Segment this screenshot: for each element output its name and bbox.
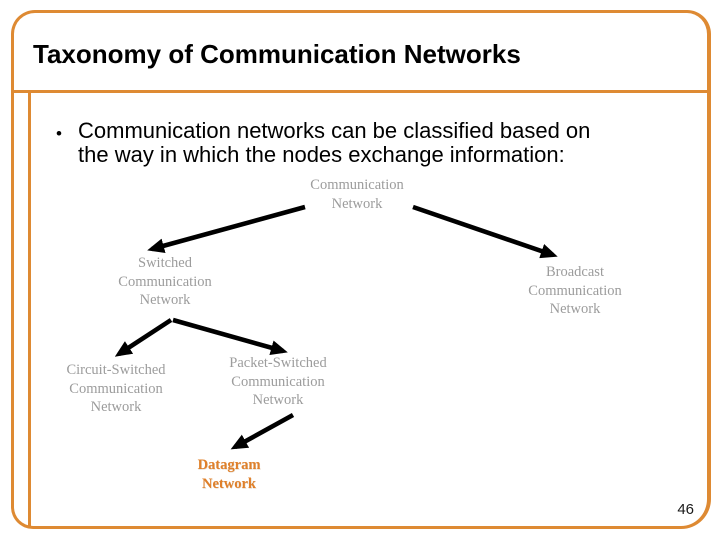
page-number: 46 [677, 501, 694, 518]
node-label-line: Packet-Switched [229, 355, 327, 371]
node-label-line: Communication [231, 373, 325, 390]
bullet-item: • Communication networks can be classifi… [56, 119, 656, 167]
slide-title: Taxonomy of Communication Networks [33, 39, 521, 69]
node-label-line: Network [90, 399, 142, 415]
node-label-line: Datagram [197, 457, 261, 473]
bullet-text: Communication networks can be classified… [78, 119, 656, 167]
node-broadcast-communication-network: Broadcast Communication Network [500, 263, 650, 319]
slide-border-frame [11, 10, 711, 529]
node-label-line: Network [252, 392, 304, 408]
node-label-line: Network [202, 475, 256, 492]
node-label-line: Network [139, 292, 191, 308]
node-label-line: Broadcast [546, 264, 604, 280]
bullet-marker: • [56, 124, 62, 143]
node-circuit-switched-communication-network: Circuit-Switched Communication Network [41, 361, 191, 417]
node-label-line: Circuit-Switched [66, 362, 166, 378]
bullet-line-1: Communication networks can be classified… [78, 118, 591, 143]
title-divider-line [11, 90, 711, 93]
node-label-line: Communication [69, 380, 163, 397]
node-label-line: Communication [118, 273, 212, 290]
node-datagram-network: Datagram Network [154, 456, 304, 493]
node-communication-network: Communication Network [282, 176, 432, 213]
node-packet-switched-communication-network: Packet-Switched Communication Network [203, 354, 353, 410]
bullet-line-2: the way in which the nodes exchange info… [78, 142, 565, 167]
node-label-line: Communication [310, 177, 404, 193]
node-label-line: Communication [528, 282, 622, 299]
node-label-line: Network [549, 301, 601, 317]
node-label-line: Network [331, 195, 383, 212]
body-frame-left-line [28, 92, 31, 526]
node-label-line: Switched [138, 255, 192, 271]
node-switched-communication-network: Switched Communication Network [90, 254, 240, 310]
